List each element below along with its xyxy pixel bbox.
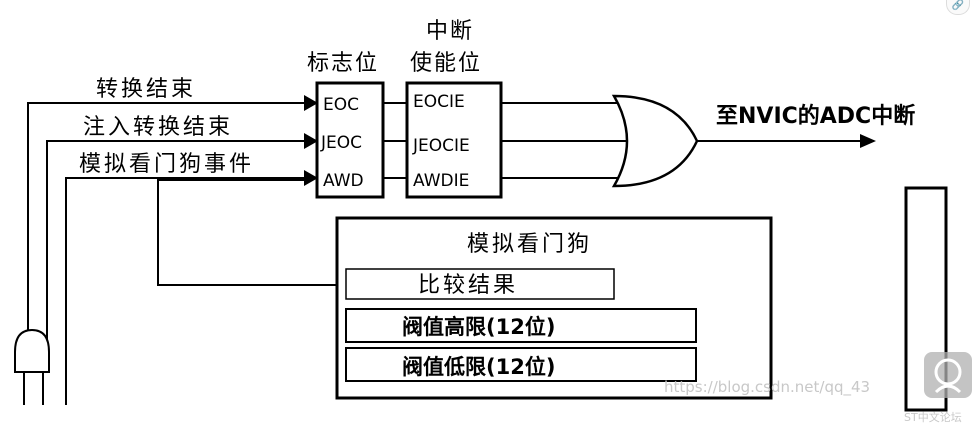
compare-result-label: 比较结果 (418, 273, 518, 298)
low-threshold-label: 阀值低限(12位) (402, 355, 555, 379)
watermark-url: https://blog.csdn.net/qq_43 (664, 378, 870, 397)
or-gate-icon (611, 94, 699, 188)
enable-bit-eocie: EOCIE (413, 92, 465, 112)
input-arrowheads (304, 95, 318, 186)
label-injected-end-of-conversion: 注入转换结束 (83, 115, 233, 140)
and-gate-icon (14, 328, 50, 373)
flag-to-enable-lines (383, 102, 407, 179)
flag-bit-awd: AWD (323, 171, 364, 191)
enable-bits-title-line1: 中断 (426, 19, 474, 44)
watermark-site: ST中文论坛 (904, 410, 962, 424)
watchdog-title: 模拟看门狗 (467, 232, 592, 257)
label-analog-watchdog-event: 模拟看门狗事件 (79, 152, 254, 177)
enable-bits-title-line2: 使能位 (410, 51, 482, 76)
high-threshold-box (345, 308, 697, 343)
forum-logo-icon (924, 352, 972, 398)
low-threshold-box (345, 347, 697, 382)
output-label: 至NVIC的ADC中断 (716, 103, 915, 129)
enable-bit-awdie: AWDIE (413, 171, 469, 191)
flag-bits-title: 标志位 (307, 51, 379, 76)
input-lines (23, 102, 346, 405)
high-threshold-label: 阀值高限(12位) (402, 315, 555, 339)
compare-result-box (345, 268, 615, 300)
enable-bits-box (405, 81, 503, 199)
label-end-of-conversion: 转换结束 (96, 77, 196, 102)
enable-to-or-lines (501, 102, 632, 179)
flag-bit-eoc: EOC (323, 95, 359, 115)
enable-bit-jeocie: JEOCIE (412, 136, 470, 156)
flag-bit-jeoc: JEOC (320, 133, 362, 153)
output-arrowhead (860, 134, 876, 148)
